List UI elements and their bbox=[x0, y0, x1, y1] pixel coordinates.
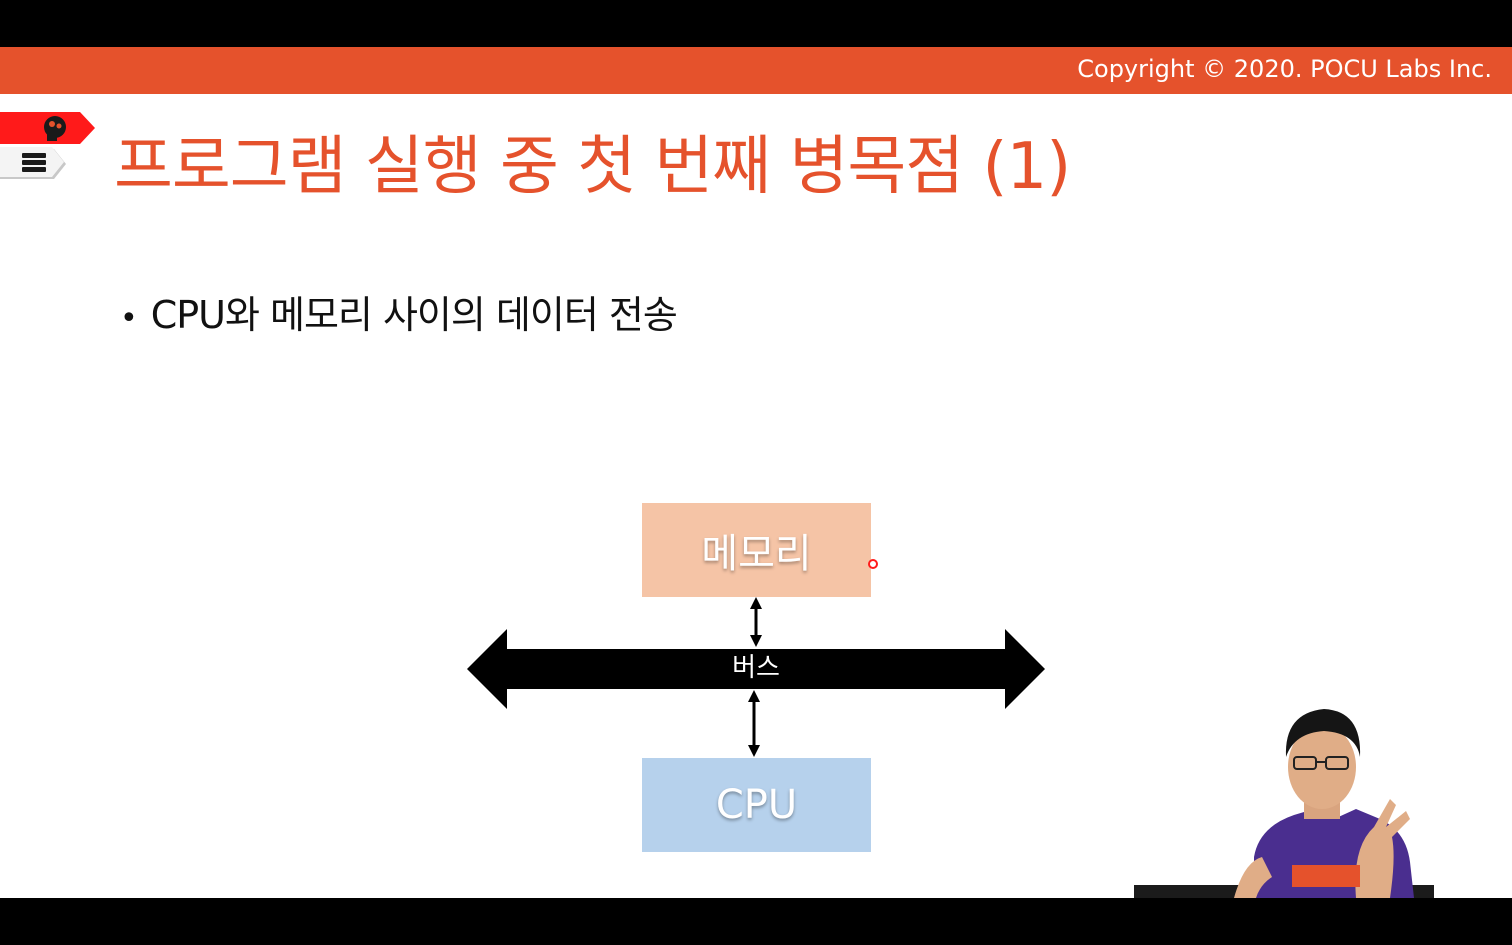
stacked-books-icon bbox=[0, 147, 66, 179]
cpu-label: CPU bbox=[715, 782, 798, 828]
cpu-box: CPU bbox=[642, 758, 871, 852]
bus-label: 버스 bbox=[732, 653, 780, 683]
bullet-text: CPU와 메모리 사이의 데이터 전송 bbox=[150, 293, 678, 337]
bus-arrow bbox=[467, 629, 1045, 709]
bullet-item: • CPU와 메모리 사이의 데이터 전송 bbox=[120, 289, 678, 345]
head-gears-icon bbox=[0, 112, 95, 144]
memory-box: 메모리 bbox=[642, 503, 871, 597]
slide: Copyright © 2020. POCU Labs Inc. 프로그램 실행… bbox=[0, 47, 1512, 898]
presenter-video bbox=[1134, 709, 1434, 898]
bus-diagram bbox=[467, 597, 1045, 757]
memory-label: 메모리 bbox=[701, 531, 812, 577]
header-band: Copyright © 2020. POCU Labs Inc. bbox=[0, 47, 1512, 94]
slide-title: 프로그램 실행 중 첫 번째 병목점 (1) bbox=[114, 130, 1071, 204]
laser-pointer-icon bbox=[868, 559, 878, 569]
copyright-text: Copyright © 2020. POCU Labs Inc. bbox=[1077, 55, 1492, 83]
bullet-dot-icon: • bbox=[120, 301, 138, 336]
